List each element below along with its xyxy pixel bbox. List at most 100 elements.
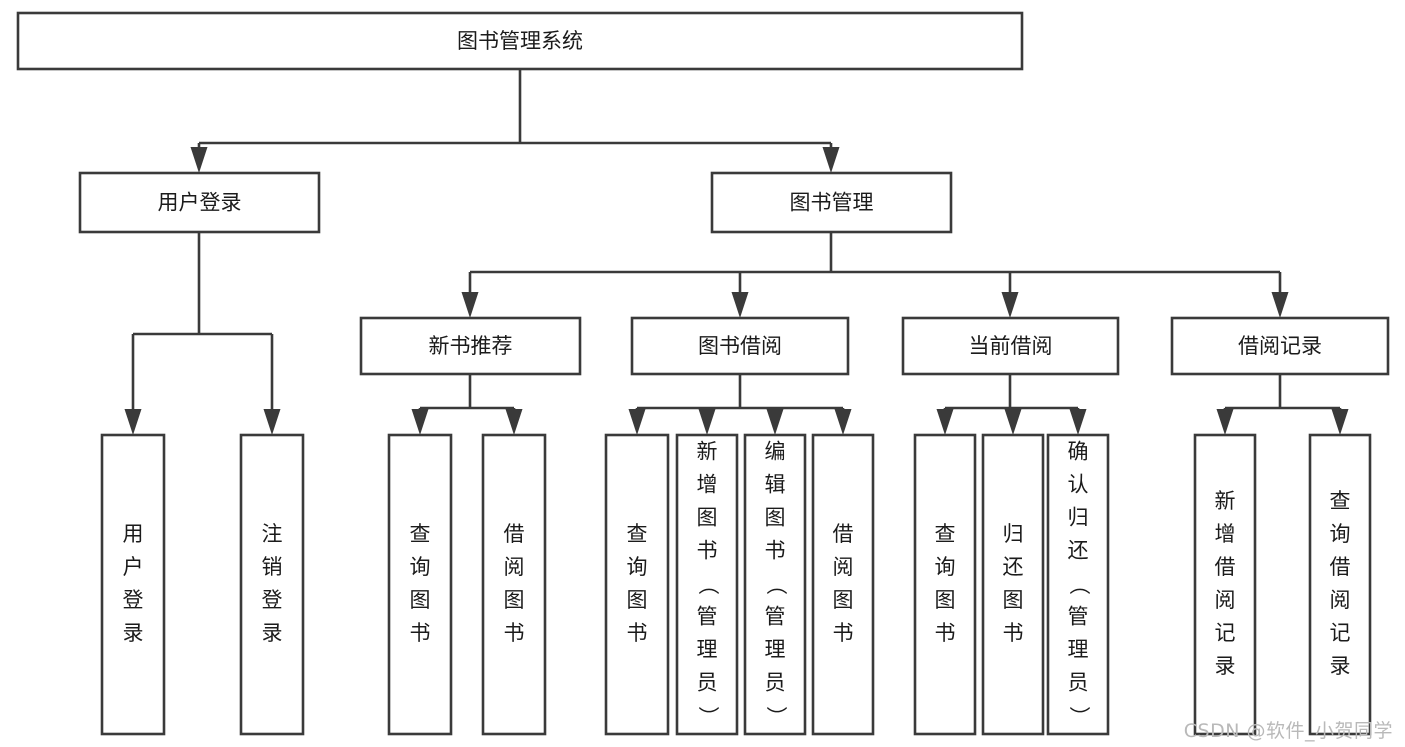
node-box-book-manage[interactable]: [710, 171, 953, 234]
arrow-head-icon: [834, 409, 852, 435]
node-label-char: 书: [504, 621, 525, 645]
node-box-leaf-user-logout[interactable]: [239, 433, 305, 736]
node-box-book-borrow[interactable]: [630, 316, 850, 376]
node-label-char: 员: [697, 671, 718, 695]
node-label-char: ）: [764, 706, 788, 727]
node-label-char: 书: [697, 539, 718, 563]
node-label-char: 查: [935, 522, 956, 546]
node-borrow-record[interactable]: 借阅记录: [1170, 316, 1390, 376]
node-label-char: 借: [1330, 555, 1351, 579]
node-layer: 图书管理系统用户登录图书管理新书推荐图书借阅当前借阅借阅记录用户登录注销登录查询…: [16, 11, 1390, 736]
node-label-char: 理: [765, 638, 786, 662]
node-box-leaf-borrow-book-1[interactable]: [481, 433, 547, 736]
node-box-leaf-add-borrow-record[interactable]: [1193, 433, 1257, 736]
node-user-login[interactable]: 用户登录: [78, 171, 321, 234]
connector-new-book-recommend-to-leaves: [411, 374, 523, 435]
node-label-char: 询: [410, 555, 431, 579]
node-book-manage[interactable]: 图书管理: [710, 171, 953, 234]
node-box-leaf-edit-book-admin[interactable]: [743, 433, 807, 736]
node-label-char: 增: [697, 473, 718, 497]
node-label-char: 管: [1068, 605, 1089, 629]
node-label-char: 书: [410, 621, 431, 645]
node-box-user-login[interactable]: [78, 171, 321, 234]
connector-current-borrow-to-leaves: [936, 374, 1087, 435]
arrow-head-icon: [461, 292, 479, 318]
node-leaf-user-login[interactable]: 用户登录: [100, 433, 166, 736]
node-label-char: 认: [1068, 473, 1089, 497]
arrow-head-icon: [1216, 409, 1234, 435]
node-box-borrow-record[interactable]: [1170, 316, 1390, 376]
node-label-char: 图: [935, 588, 956, 612]
node-label-char: （: [696, 574, 720, 595]
node-new-book-recommend[interactable]: 新书推荐: [359, 316, 582, 376]
node-label-char: 注: [262, 522, 283, 546]
node-label-char: 录: [262, 621, 283, 645]
arrow-head-icon: [1001, 292, 1019, 318]
node-label-char: 图: [410, 588, 431, 612]
node-label-char: 借: [833, 522, 854, 546]
arrow-head-icon: [124, 409, 142, 435]
node-label-char: 阅: [1215, 588, 1236, 612]
node-book-borrow[interactable]: 图书借阅: [630, 316, 850, 376]
node-label-char: 询: [935, 555, 956, 579]
node-label-char: 编: [765, 440, 786, 464]
node-box-leaf-borrow-book-2[interactable]: [811, 433, 875, 736]
arrow-head-icon: [731, 292, 749, 318]
node-label-char: 记: [1330, 621, 1351, 645]
arrow-head-icon: [1069, 409, 1087, 435]
node-box-leaf-add-book-admin[interactable]: [675, 433, 739, 736]
node-box-leaf-confirm-return-admin[interactable]: [1046, 433, 1110, 736]
node-label-char: 图: [765, 506, 786, 530]
node-label-char: 理: [1068, 638, 1089, 662]
node-label-char: ）: [696, 706, 720, 727]
node-label-char: 还: [1068, 539, 1089, 563]
node-label-char: 归: [1003, 522, 1024, 546]
node-label-char: 新: [1215, 489, 1236, 513]
node-label-char: 询: [1330, 522, 1351, 546]
node-box-new-book-recommend[interactable]: [359, 316, 582, 376]
node-label-char: 书: [833, 621, 854, 645]
node-label-book-manage: 图书管理: [790, 191, 874, 215]
arrow-head-icon: [628, 409, 646, 435]
arrow-head-icon: [505, 409, 523, 435]
arrow-head-icon: [1271, 292, 1289, 318]
node-box-leaf-query-book-1[interactable]: [387, 433, 453, 736]
node-label-char: 询: [627, 555, 648, 579]
arrow-head-icon: [698, 409, 716, 435]
node-label-char: 图: [697, 506, 718, 530]
node-box-root[interactable]: [16, 11, 1024, 71]
node-label-char: （: [1067, 574, 1091, 595]
node-box-leaf-query-borrow-record[interactable]: [1308, 433, 1372, 736]
node-box-current-borrow[interactable]: [901, 316, 1120, 376]
node-label-char: 理: [697, 638, 718, 662]
node-label-char: 员: [1068, 671, 1089, 695]
arrow-head-icon: [1331, 409, 1349, 435]
node-box-leaf-query-book-2[interactable]: [604, 433, 670, 736]
node-box-leaf-query-book-3[interactable]: [913, 433, 977, 736]
node-root[interactable]: 图书管理系统: [16, 11, 1024, 71]
connector-root-to-level1: [190, 69, 840, 173]
node-current-borrow[interactable]: 当前借阅: [901, 316, 1120, 376]
node-label-current-borrow: 当前借阅: [969, 334, 1053, 358]
node-label-root: 图书管理系统: [457, 29, 583, 53]
node-label-char: 辑: [765, 473, 786, 497]
node-box-leaf-return-book[interactable]: [981, 433, 1045, 736]
node-label-char: 图: [627, 588, 648, 612]
node-box-leaf-user-login[interactable]: [100, 433, 166, 736]
node-label-char: 书: [1003, 621, 1024, 645]
node-label-char: 图: [1003, 588, 1024, 612]
node-label-char: 录: [123, 621, 144, 645]
